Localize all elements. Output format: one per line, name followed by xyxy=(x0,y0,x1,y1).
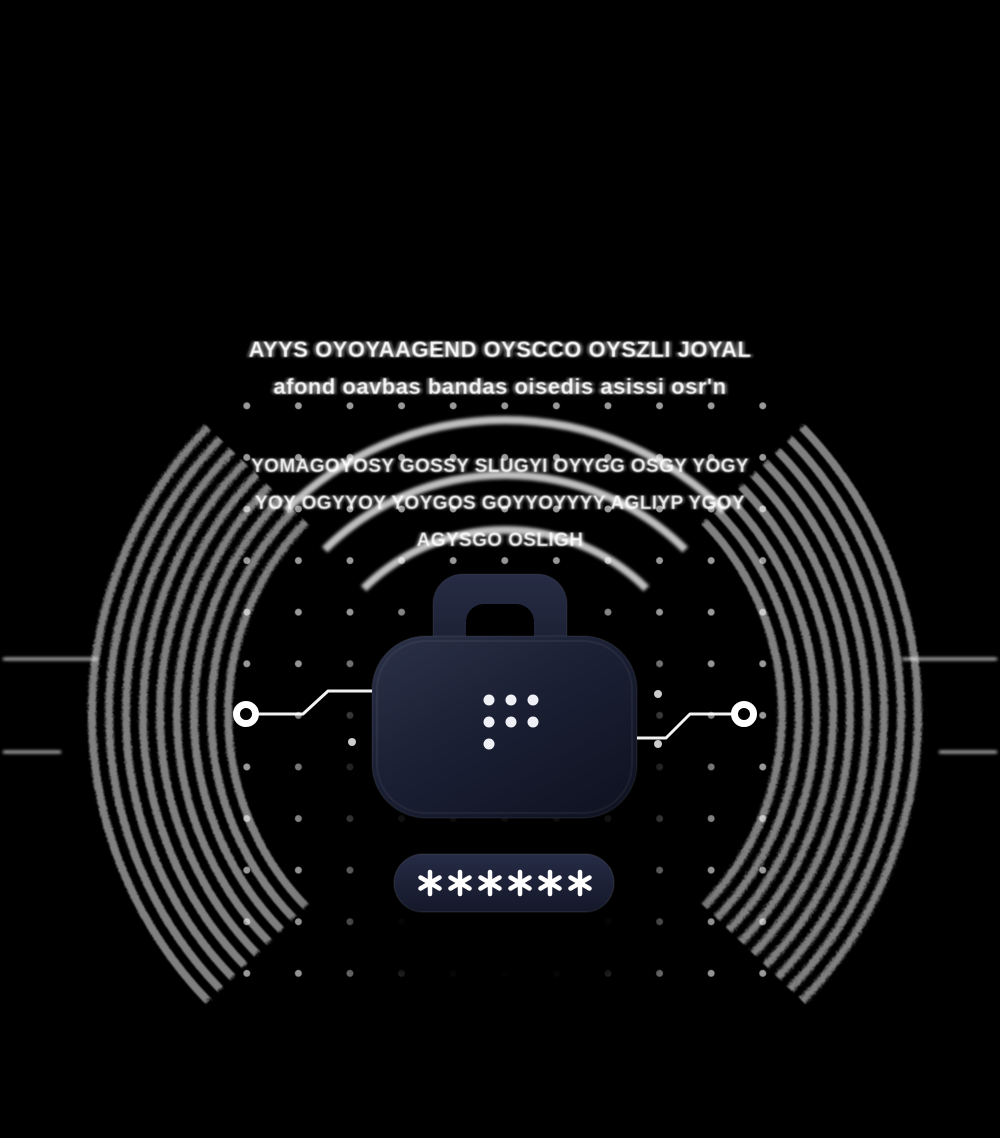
password-mask-asterisks xyxy=(418,869,592,897)
password-field[interactable] xyxy=(393,853,615,913)
edge-lines xyxy=(2,657,998,754)
keypad-dots-icon xyxy=(483,694,539,750)
password-field-background[interactable] xyxy=(393,853,615,913)
connector-node-right xyxy=(731,701,757,727)
circuit-trace-left xyxy=(257,689,375,716)
subtext-line-2: YOY OGYYOY YOYGOS GOYYOYYYY AGLIYP YGOY xyxy=(254,493,746,514)
connector-node-left xyxy=(233,701,259,727)
vault-body xyxy=(371,635,638,819)
vault-body-highlight xyxy=(376,640,633,814)
signal-arcs-top xyxy=(282,416,728,592)
circuit-trace-right xyxy=(634,712,733,740)
circuit-traces xyxy=(257,689,733,740)
hero-subtext: YOMAGOYOSY GOSSY SLUGYI OYYGG OSGY YOGY … xyxy=(0,448,1000,559)
subtext-line-1: YOMAGOYOSY GOSSY SLUGYI OYYGG OSGY YOGY xyxy=(251,456,749,477)
heading-line-1: AYYS OYOYAAGEND OYSCCO OYSZLI JOYAL xyxy=(248,337,752,362)
subtext-line-3: AGYSGO OSLIGH xyxy=(416,530,584,551)
hero-heading: AYYS OYOYAAGEND OYSCCO OYSZLI JOYAL afon… xyxy=(0,331,1000,405)
ripple-arcs-left xyxy=(87,424,309,1004)
vault-illustration xyxy=(371,573,638,819)
ripple-arcs-right xyxy=(701,424,923,1004)
accent-dots xyxy=(348,690,662,748)
heading-line-2: afond oavbas bandas oisedis asissi osr'n xyxy=(273,374,727,399)
